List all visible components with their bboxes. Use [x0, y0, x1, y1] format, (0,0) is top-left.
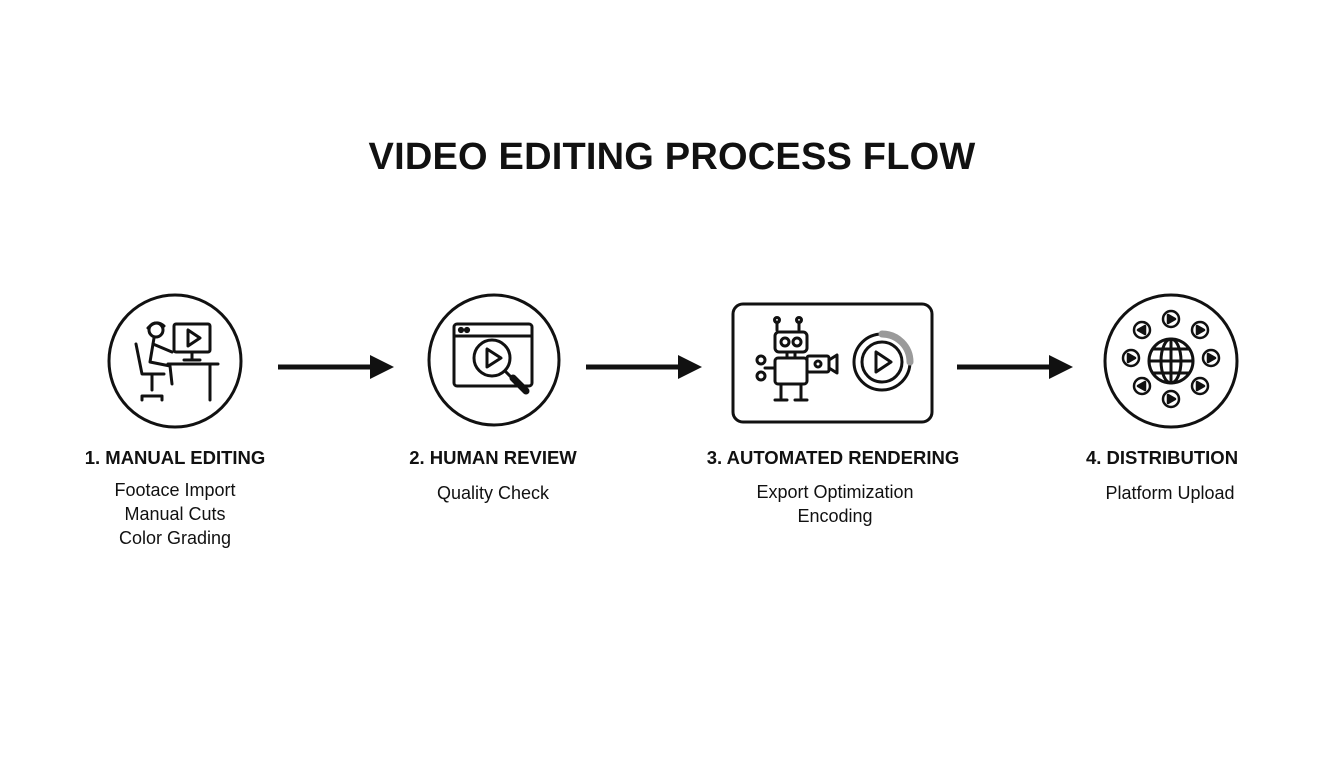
step-4-title: 4. DISTRIBUTION [1085, 447, 1239, 468]
globe-distribution-icon [1102, 292, 1240, 430]
step-3-title: 3. AUTOMATED RENDERING [706, 447, 960, 468]
step-1-line: Manual Cuts [124, 504, 226, 524]
right-arrow-icon [276, 351, 396, 383]
magnifier-play-window-icon [426, 292, 562, 428]
diagram-title: VIDEO EDITING PROCESS FLOW [368, 136, 976, 178]
right-arrow-icon [584, 351, 704, 383]
step-3-line: Export Optimization [756, 482, 914, 502]
step-3-line: Encoding [797, 506, 873, 526]
person-at-computer-icon [106, 292, 244, 430]
step-1-title: 1. MANUAL EDITING [84, 447, 266, 468]
step-1-details: Footace Import Manual Cuts Color Grading [15, 478, 335, 550]
step-4-details: Platform Upload [1010, 481, 1330, 505]
step-1-line: Color Grading [118, 528, 232, 548]
step-2-details: Quality Check [333, 481, 653, 505]
step-1-line: Footace Import [114, 480, 236, 500]
right-arrow-icon [955, 351, 1075, 383]
step-3-details: Export Optimization Encoding [675, 480, 995, 528]
robot-camera-render-icon [731, 302, 934, 424]
step-2-title: 2. HUMAN REVIEW [409, 447, 577, 468]
step-2-line: Quality Check [436, 483, 550, 503]
step-4-line: Platform Upload [1105, 483, 1235, 503]
